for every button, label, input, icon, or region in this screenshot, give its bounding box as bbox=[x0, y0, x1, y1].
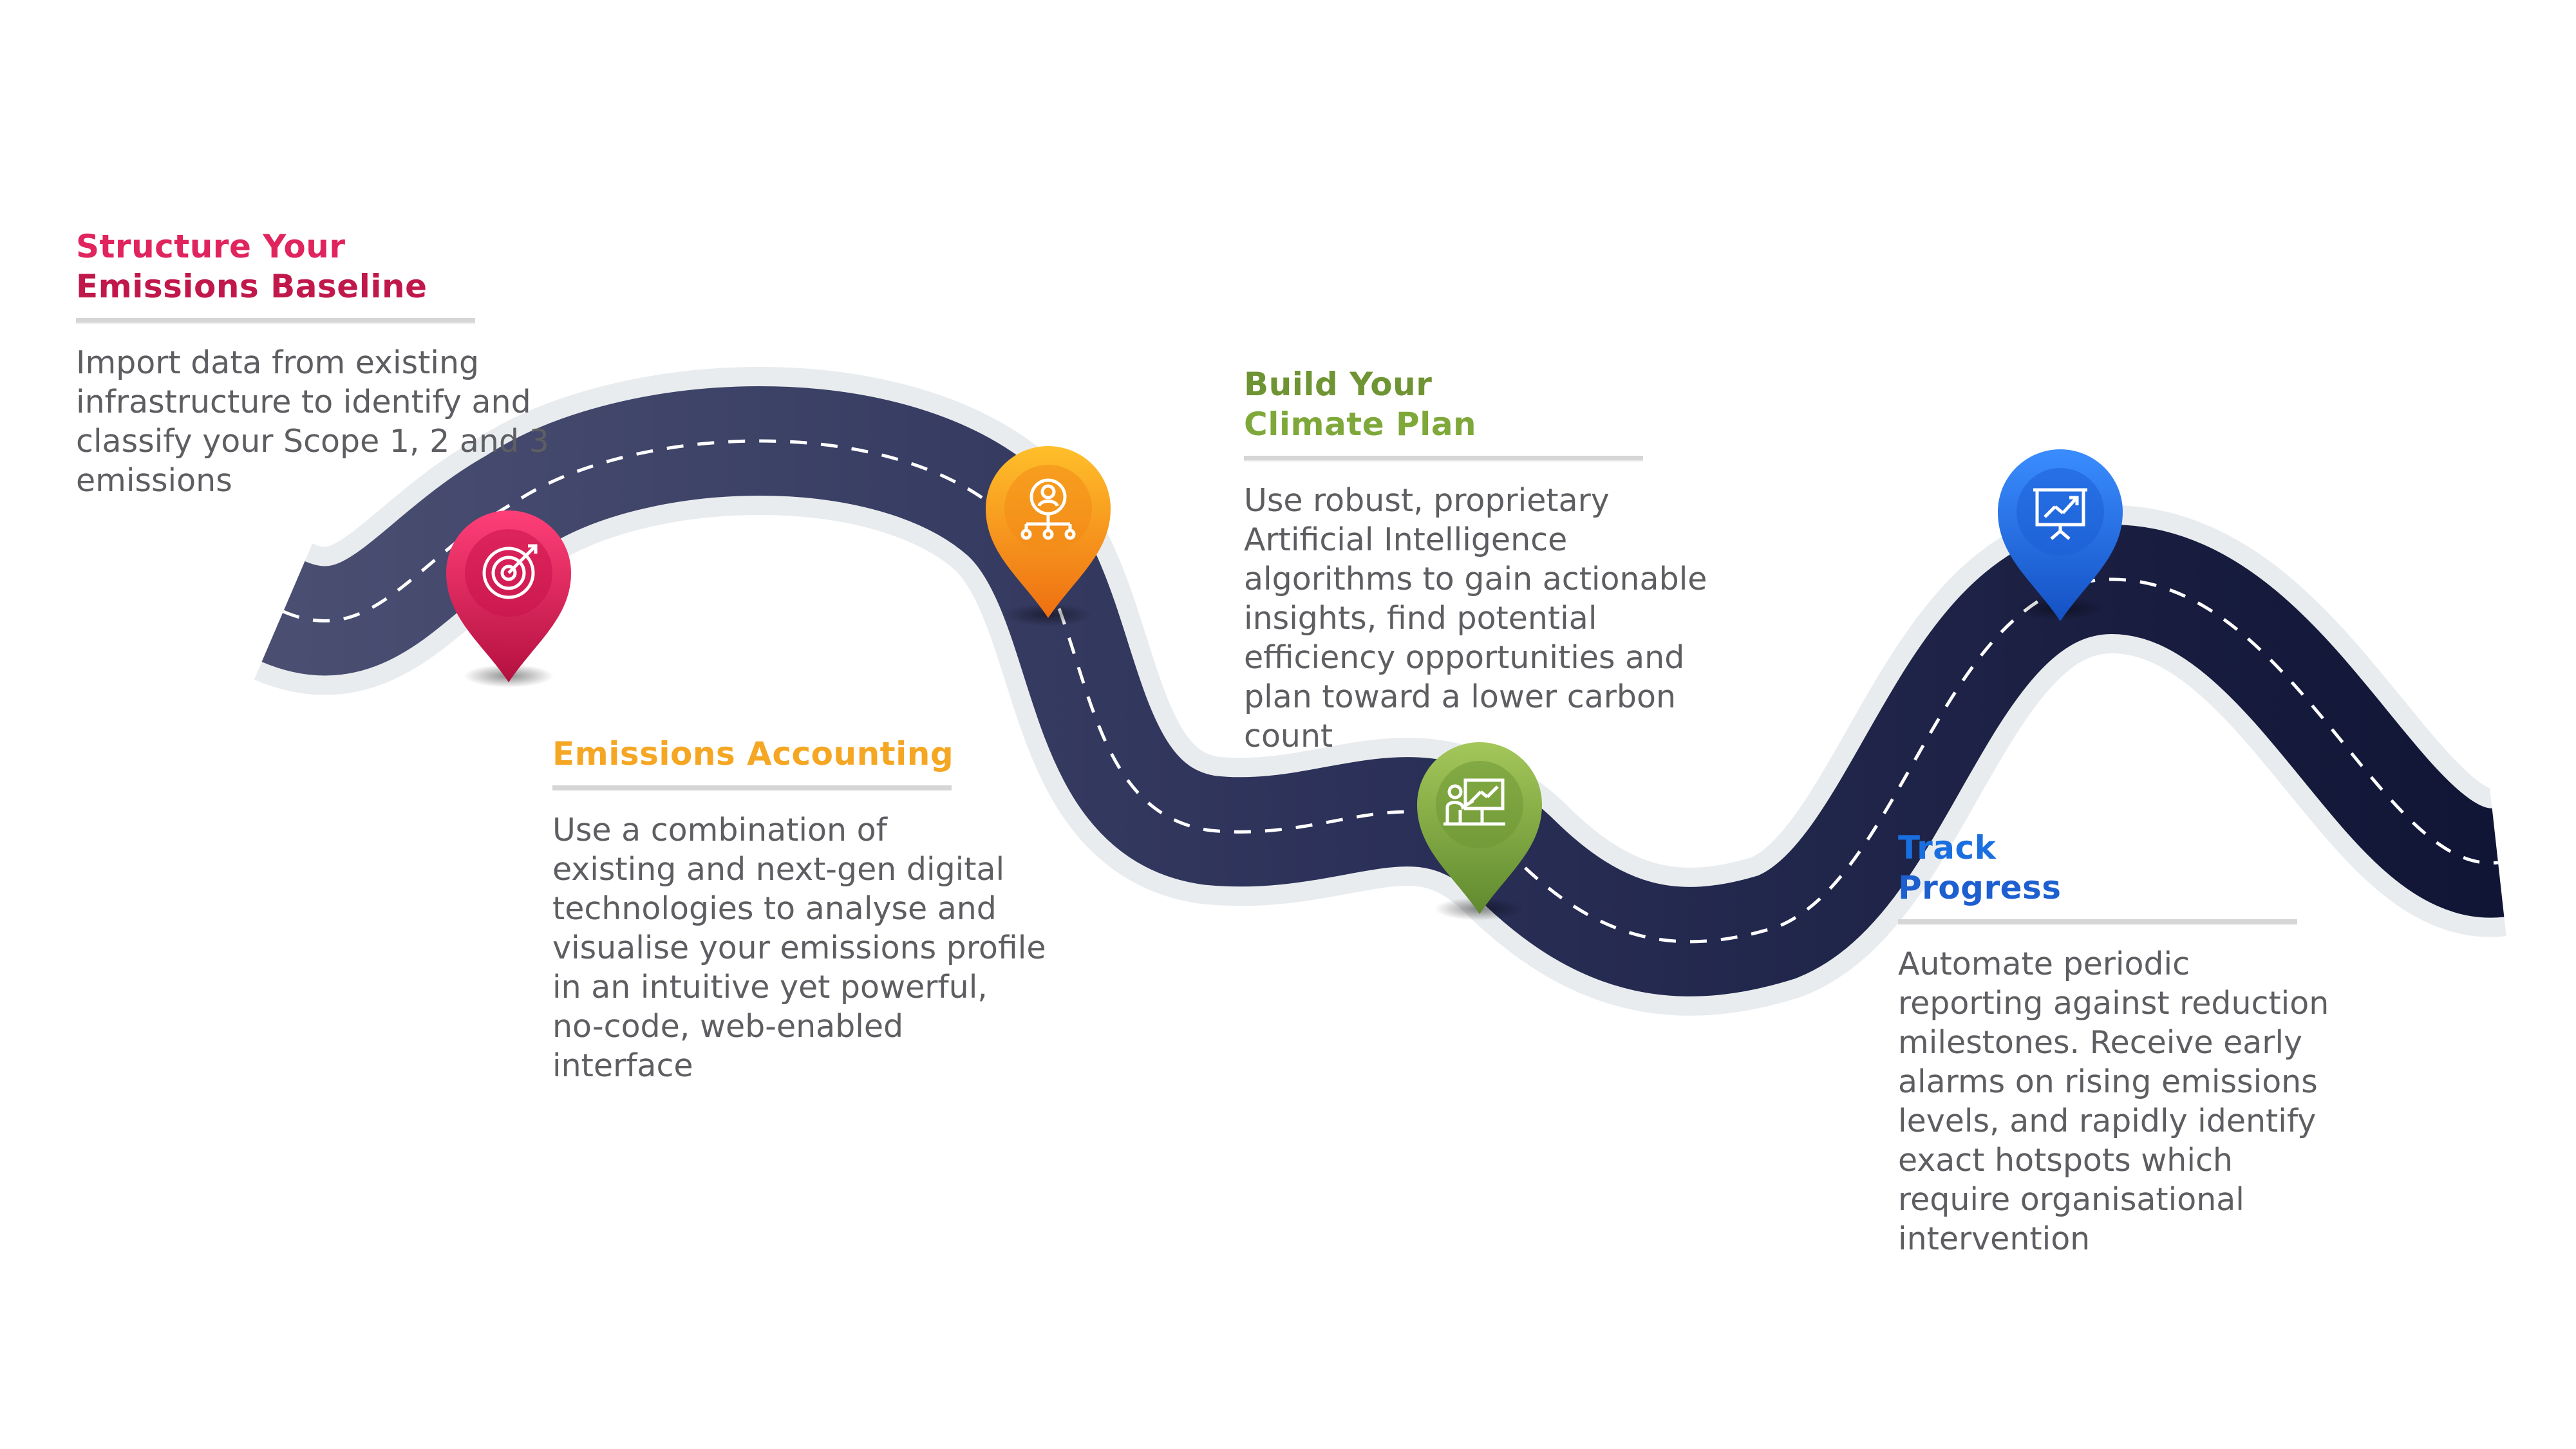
presentation-icon bbox=[1443, 778, 1505, 826]
target-icon bbox=[482, 544, 538, 599]
step-structure-baseline: Structure Your Emissions Baseline Import… bbox=[76, 227, 565, 500]
step-description: Use robust, proprietary Artificial Intel… bbox=[1244, 482, 1707, 754]
step-description: Use a combination of existing and next-g… bbox=[552, 812, 1046, 1084]
step-description: Import data from existing infrastructure… bbox=[76, 344, 549, 499]
map-pin-emissions-accounting bbox=[986, 445, 1111, 618]
step-emissions-accounting: Emissions Accounting Use a combination o… bbox=[552, 734, 1132, 1085]
step-title: Emissions Accounting bbox=[552, 734, 1132, 774]
step-title-line: Emissions Accounting bbox=[552, 735, 954, 772]
step-title: Build Your Climate Plan bbox=[1244, 364, 1823, 444]
map-pin-track-progress bbox=[1998, 449, 2123, 621]
step-track-progress: Track Progress Automate periodic reporti… bbox=[1898, 828, 2426, 1258]
network-user-icon bbox=[1020, 478, 1076, 540]
step-title-line: Track bbox=[1898, 829, 1997, 866]
step-title-line: Structure Your bbox=[76, 228, 346, 265]
step-title-line: Climate Plan bbox=[1244, 406, 1477, 443]
step-climate-plan: Build Your Climate Plan Use robust, prop… bbox=[1244, 364, 1823, 756]
divider bbox=[76, 318, 475, 324]
step-title-line: Build Your bbox=[1244, 366, 1433, 403]
map-pin-climate-plan bbox=[1417, 742, 1542, 914]
road-center-dashes bbox=[283, 439, 2499, 944]
divider bbox=[1898, 919, 2297, 925]
map-pin-structure-baseline bbox=[446, 510, 571, 682]
step-title: Structure Your Emissions Baseline bbox=[76, 227, 565, 306]
step-description: Automate periodic reporting against redu… bbox=[1898, 946, 2329, 1257]
step-title: Track Progress bbox=[1898, 828, 2426, 908]
trend-chart-icon bbox=[2033, 488, 2087, 540]
divider bbox=[1244, 456, 1643, 462]
step-title-line: Emissions Baseline bbox=[76, 268, 428, 305]
divider bbox=[552, 785, 952, 791]
step-title-line: Progress bbox=[1898, 869, 2062, 906]
